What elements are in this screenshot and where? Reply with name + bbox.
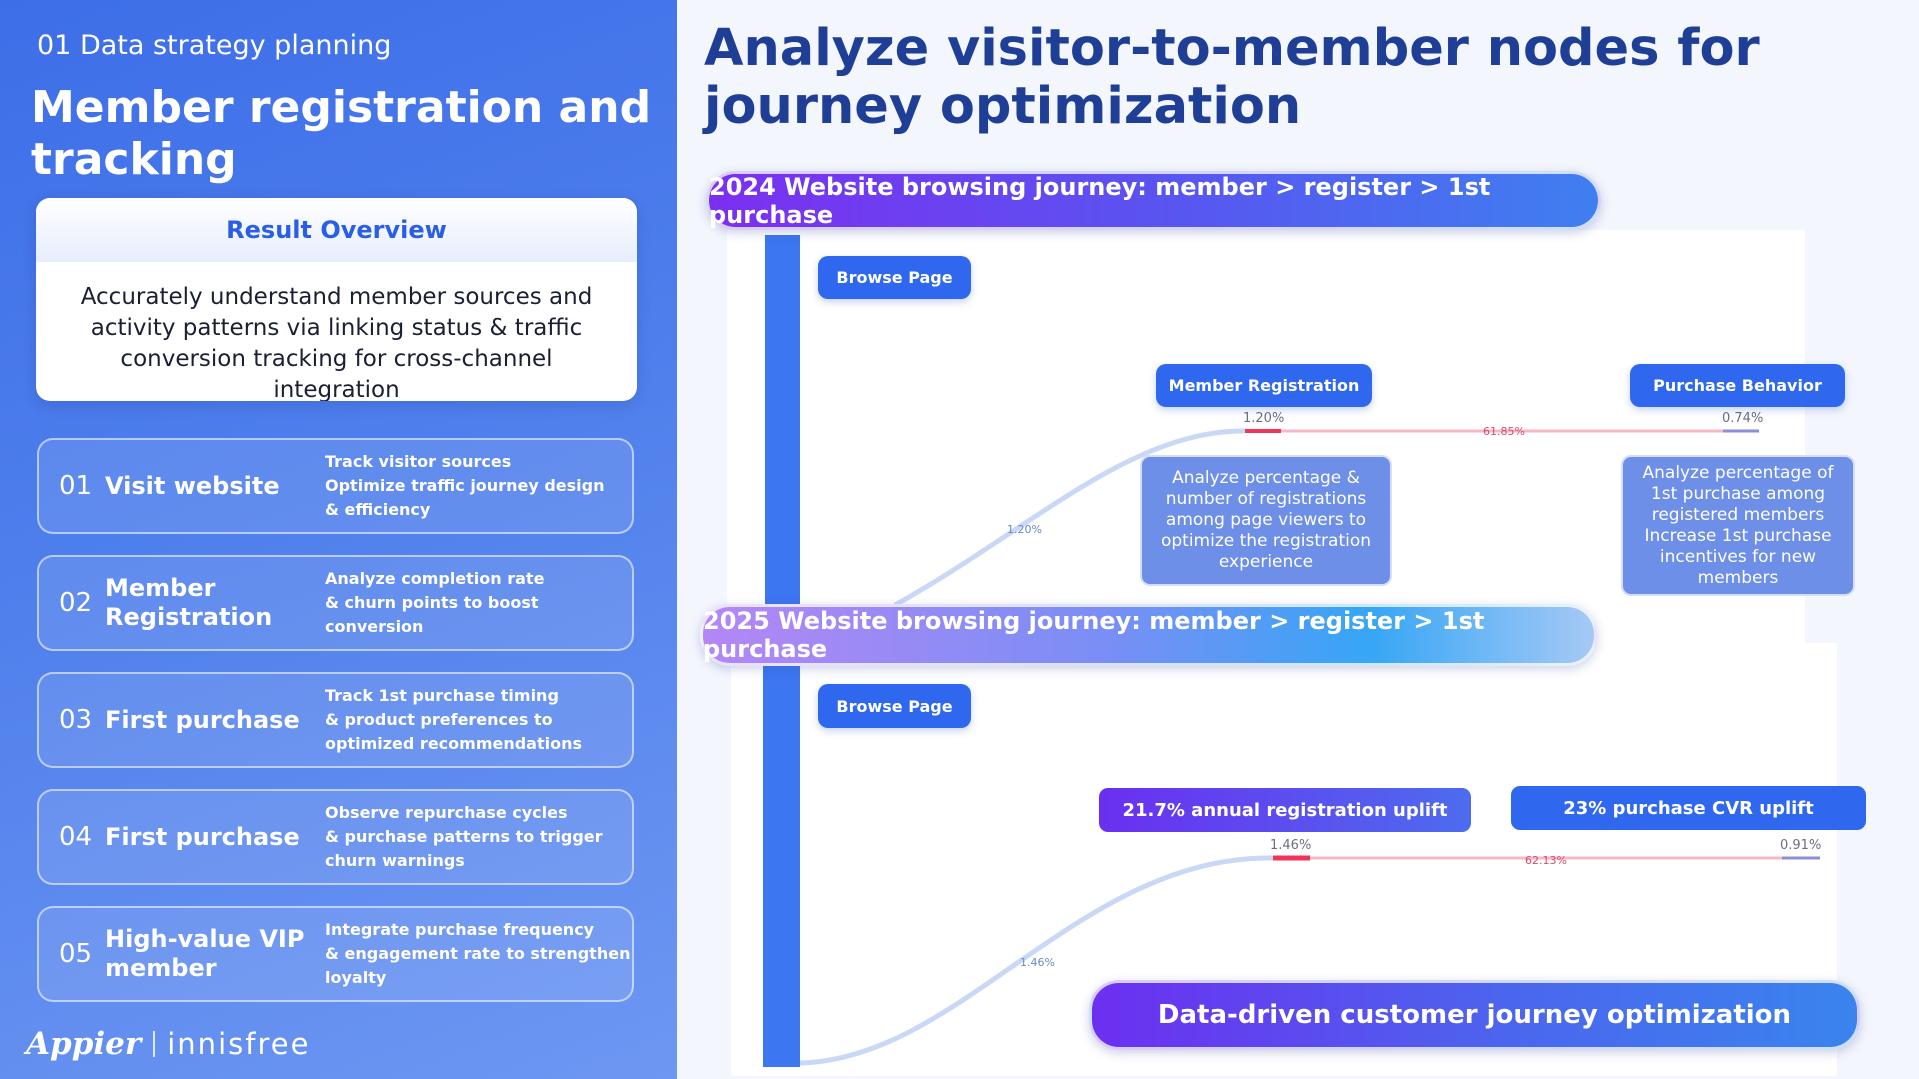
section-title: Member registration and tracking — [31, 82, 652, 185]
page-title: Analyze visitor-to-member nodes for jour… — [704, 19, 1760, 136]
browse-volume-bar-2024 — [765, 235, 800, 605]
innisfree-logo: innisfree — [167, 1027, 311, 1061]
browse-page-node-2024: Browse Page — [818, 256, 971, 299]
journey-2025-header: 2025 Website browsing journey: member > … — [700, 604, 1597, 666]
logo-divider — [153, 1031, 156, 1057]
browse-volume-bar-2025 — [763, 664, 800, 1067]
step-number: 02 — [59, 588, 93, 618]
journey-2024-header: 2024 Website browsing journey: member > … — [706, 171, 1601, 230]
step-number: 01 — [59, 471, 93, 501]
purchase-analysis-note: Analyze percentage of 1st purchase among… — [1621, 455, 1855, 596]
step-first-purchase: 03 First purchase Track 1st purchase tim… — [37, 672, 634, 768]
step-description: Observe repurchase cycles & purchase pat… — [325, 803, 603, 870]
step-description: Track visitor sources Optimize traffic j… — [325, 452, 605, 519]
step-visit-website: 01 Visit website Track visitor sources O… — [37, 438, 634, 534]
step-name: First purchase — [105, 705, 300, 734]
step-number: 05 — [59, 939, 93, 969]
step-description: Analyze completion rate & churn points t… — [325, 569, 545, 636]
purchase-behavior-node: Purchase Behavior — [1630, 364, 1845, 407]
result-overview-card: Result Overview Accurately understand me… — [36, 198, 637, 401]
brand-logos: Appier innisfree — [26, 1026, 310, 1062]
left-panel: 01 Data strategy planning Member registr… — [0, 0, 677, 1079]
step-name: Member Registration — [105, 574, 273, 631]
step-name: Visit website — [105, 471, 280, 500]
step-name: High-value VIP member — [105, 925, 305, 982]
member-registration-node: Member Registration — [1156, 364, 1372, 407]
registration-analysis-note: Analyze percentage & number of registrat… — [1140, 455, 1392, 586]
step-description: Integrate purchase frequency & engagemen… — [325, 920, 631, 987]
step-number: 03 — [59, 705, 93, 735]
step-number: 04 — [59, 822, 93, 852]
result-overview-heading: Result Overview — [36, 198, 637, 262]
browse-page-node-2025: Browse Page — [818, 684, 971, 728]
result-overview-body: Accurately understand member sources and… — [80, 284, 593, 401]
section-eyebrow: 01 Data strategy planning — [37, 30, 392, 61]
purchase-cvr-uplift-badge: 23% purchase CVR uplift — [1511, 786, 1866, 830]
appier-logo: Appier — [26, 1026, 142, 1062]
step-repurchase: 04 First purchase Observe repurchase cyc… — [37, 789, 634, 885]
conclusion-banner: Data-driven customer journey optimizatio… — [1089, 980, 1860, 1050]
registration-uplift-badge: 21.7% annual registration uplift — [1099, 788, 1471, 832]
step-description: Track 1st purchase timing & product pref… — [325, 686, 583, 753]
step-name: First purchase — [105, 822, 300, 851]
step-vip-member: 05 High-value VIP member Integrate purch… — [37, 906, 634, 1002]
step-member-registration: 02 Member Registration Analyze completio… — [37, 555, 634, 651]
